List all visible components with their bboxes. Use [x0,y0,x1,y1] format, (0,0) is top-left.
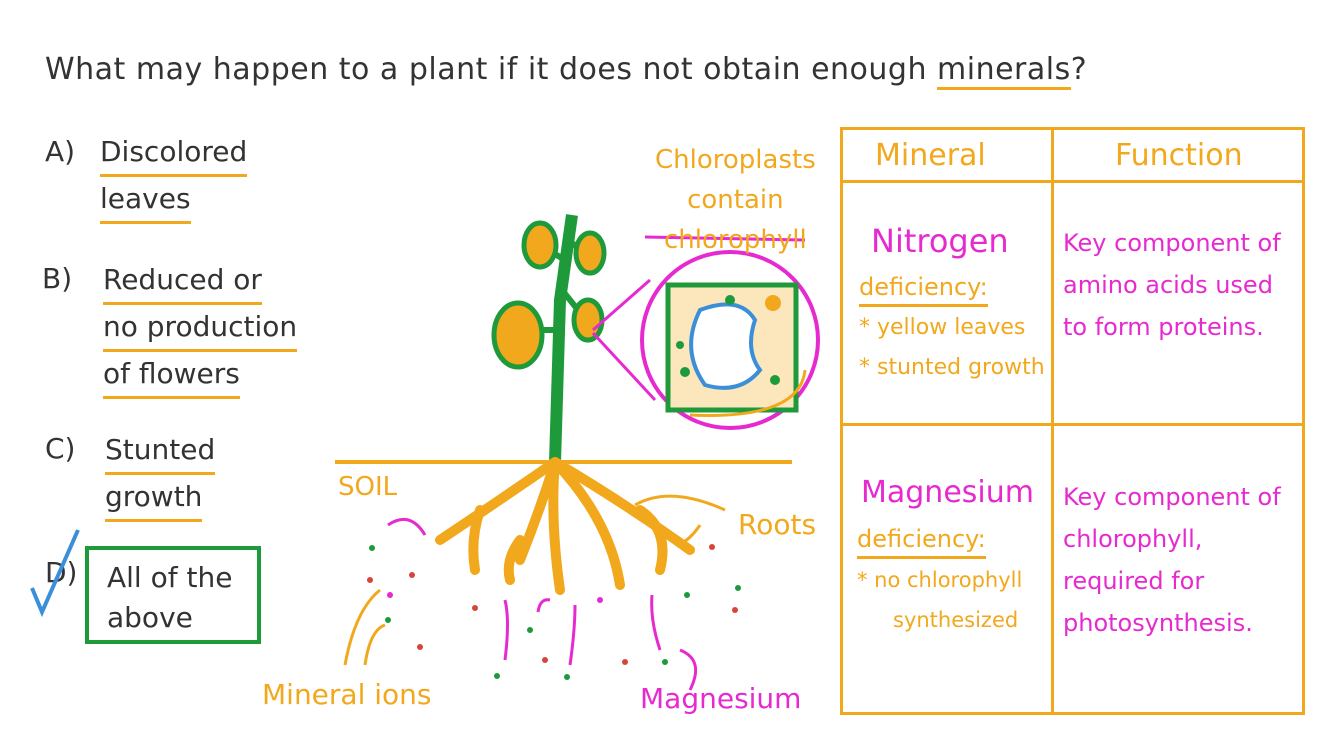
chloroplast-label-line: contain [687,185,784,215]
symptom: synthesized [893,608,1019,632]
function-line: amino acids used [1063,271,1273,299]
chloroplast-label-line: chlorophyll [664,225,807,255]
symptom: * no chlorophyll [857,568,1023,592]
soil-label: SOIL [338,472,398,502]
option-c-letter: C) [45,432,76,465]
leaf [521,220,559,270]
function-line: Key component of [1063,483,1281,511]
function-line: required for [1063,567,1205,595]
option-b-line: Reduced or [103,258,262,305]
option-d-line: All of the [107,561,233,594]
leaf [571,297,605,343]
question-mark: ? [1070,52,1088,87]
function-text: Key component of chlorophyll, required f… [1063,476,1281,644]
leaf [491,300,545,370]
option-a-line: leaves [100,177,191,224]
zoom-circle [640,250,820,430]
mineral-name: Magnesium [861,475,1034,510]
option-b-line: of flowers [103,352,240,399]
roots-label: Roots [738,508,817,541]
option-d-selected[interactable]: All of the above [85,546,261,644]
option-a-letter: A) [45,135,76,168]
chloroplast-label: Chloroplasts contain chlorophyll [655,140,816,260]
question-text: What may happen to a plant if it does no… [45,52,938,87]
option-c[interactable]: Stunted growth [105,428,216,522]
deficiency-block: deficiency: * yellow leaves * stunted gr… [859,266,1045,388]
function-text: Key component of amino acids used to for… [1063,222,1281,348]
function-line: chlorophyll, [1063,525,1203,553]
option-b-line: no production [103,305,298,352]
option-c-line: Stunted [105,428,216,475]
header-function: Function [1115,138,1243,173]
mineral-ions-label: Mineral ions [262,678,432,711]
deficiency-label: deficiency: [859,270,988,307]
roots [435,457,695,595]
vacuole [689,302,763,390]
header-mineral: Mineral [875,138,986,173]
option-d-line: above [107,601,193,634]
checkmark-icon [30,529,80,618]
option-b-letter: B) [42,262,73,295]
option-b[interactable]: Reduced or no production of flowers [103,258,298,399]
symptom: * stunted growth [859,355,1045,380]
leaf [573,230,607,276]
function-line: to form proteins. [1063,313,1264,341]
question-keyword: minerals [937,52,1071,90]
symptom: * yellow leaves [859,315,1026,340]
function-line: photosynthesis. [1063,609,1253,637]
magnesium-label: Magnesium [640,682,802,715]
deficiency-label: deficiency: [857,522,986,559]
question: What may happen to a plant if it does no… [45,52,1088,90]
function-line: Key component of [1063,229,1281,257]
mineral-name: Nitrogen [871,222,1009,260]
mineral-table: Mineral Function Nitrogen deficiency: * … [840,127,1305,715]
option-c-line: growth [105,475,203,522]
option-a-line: Discolored [100,130,248,177]
deficiency-block: deficiency: * no chlorophyll synthesized [857,518,1022,640]
option-a[interactable]: Discolored leaves [100,130,248,224]
chloroplast-label-line: Chloroplasts [655,145,816,175]
